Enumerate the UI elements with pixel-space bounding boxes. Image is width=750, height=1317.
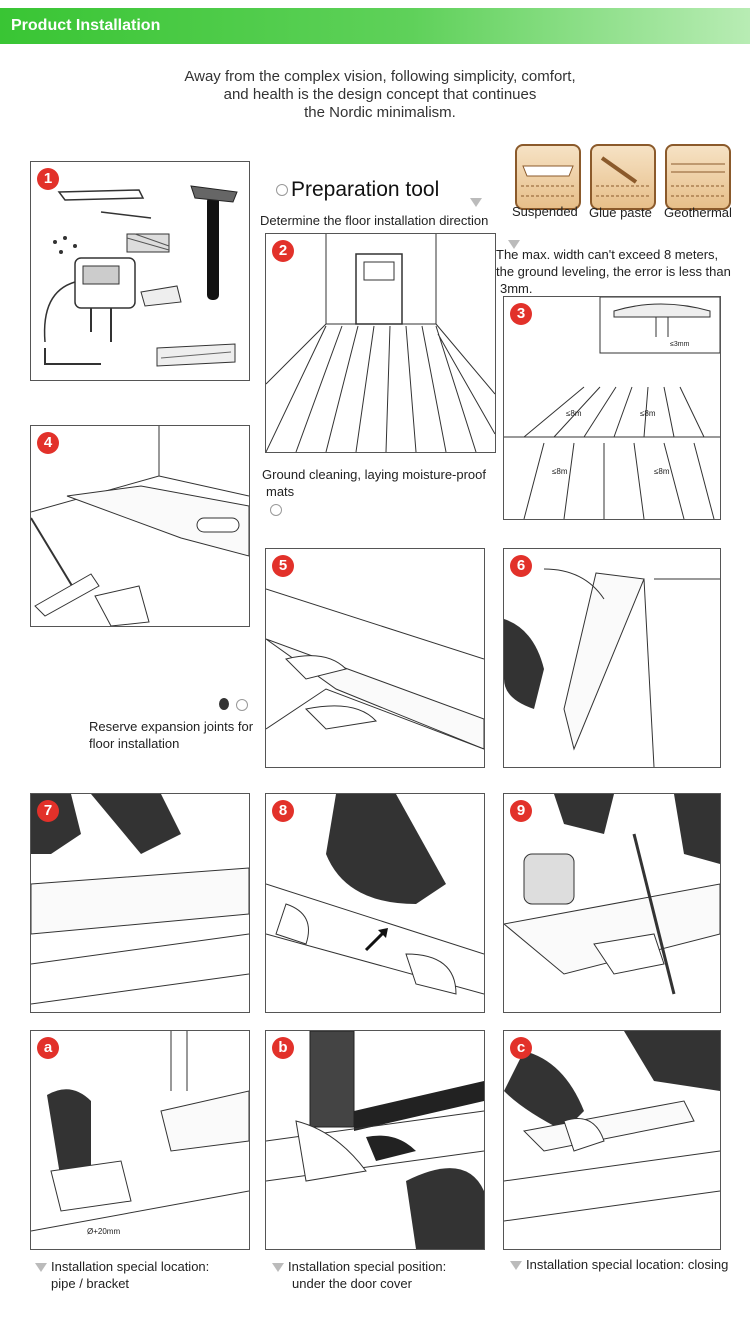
triangle-marker-icon [272, 1263, 284, 1273]
caption-door-line-2: under the door cover [292, 1276, 412, 1291]
panel-step-a-pipe: a Ø+20mm [30, 1030, 250, 1250]
caption-closing: Installation special location: closing [510, 1256, 728, 1273]
board-insert-illustration [504, 568, 720, 767]
section-header: Product Installation [0, 8, 750, 44]
caption-direction: Determine the floor installation directi… [260, 213, 489, 228]
step-badge-c: c [510, 1037, 532, 1059]
step-badge-1: 1 [37, 168, 59, 190]
annotation-width-2: ≤8m [640, 409, 656, 418]
closing-illustration [504, 1031, 720, 1222]
header-title: Product Installation [11, 17, 161, 34]
caption-cleaning: Ground cleaning, laying moisture-proof m… [262, 466, 486, 500]
room-perspective-illustration [266, 234, 495, 452]
annotation-gap: ≤3mm [670, 341, 690, 348]
caption-max-width-line-2: the ground leveling, the error is less t… [496, 264, 731, 279]
intro-line-3: the Nordic minimalism. [304, 104, 456, 121]
caption-max-width: The max. width can't exceed 8 meters, th… [496, 246, 731, 297]
caption-closing-text: Installation special location: closing [526, 1257, 729, 1272]
panel-step-8: 8 [265, 793, 485, 1013]
annotation-width-1: ≤8m [566, 409, 582, 418]
step-badge-6: 6 [510, 555, 532, 577]
door-cover-illustration [266, 1031, 484, 1249]
panel-step-b-door: b [265, 1030, 485, 1250]
intro-line-1: Away from the complex vision, following … [184, 68, 576, 85]
panel-step-c-closing: c [503, 1030, 721, 1250]
cleaning-illustration [31, 426, 249, 626]
annotation-width-3: ≤8m [552, 467, 568, 476]
intro-text: Away from the complex vision, following … [180, 68, 580, 122]
tools-illustration [43, 185, 238, 367]
caption-expansion-line-1: Reserve expansion joints for [89, 719, 254, 734]
pipe-cutout-illustration [31, 1031, 249, 1232]
caption-expansion: Reserve expansion joints for floor insta… [89, 718, 253, 752]
preparation-tool-label: Preparation tool [291, 178, 440, 201]
caption-max-width-line-3: 3mm. [500, 281, 533, 296]
panel-step-9: 9 [503, 793, 721, 1013]
step-badge-8: 8 [272, 800, 294, 822]
laying-illustration [266, 588, 484, 750]
caption-pipe: Installation special location: pipe / br… [35, 1258, 209, 1292]
panel-step-2-direction: 2 [265, 233, 496, 453]
caption-pipe-line-2: pipe / bracket [51, 1276, 130, 1291]
step-badge-2: 2 [272, 240, 294, 262]
mat-label-geothermal: Geothermal [664, 205, 732, 220]
panel-step-1-tools: 1 [30, 161, 250, 381]
caption-door-line-1: Installation special position: [272, 1258, 446, 1275]
arrow-circle-icon [270, 504, 282, 516]
triangle-marker-icon [510, 1261, 522, 1271]
caption-cleaning-line-2: mats [266, 484, 295, 499]
caption-max-width-line-1: The max. width can't exceed 8 meters, [496, 247, 719, 262]
caption-door-line-1-text: Installation special position: [288, 1259, 447, 1274]
caption-pipe-line-1: Installation special location: [35, 1258, 209, 1275]
step-badge-b: b [272, 1037, 294, 1059]
caption-cleaning-line-1: Ground cleaning, laying moisture-proof [262, 467, 487, 482]
caption-pipe-line-1-text: Installation special location: [51, 1259, 210, 1274]
step-badge-3: 3 [510, 303, 532, 325]
caption-expansion-line-2: floor installation [89, 736, 180, 751]
panel-step-6-laying: 6 [503, 548, 721, 768]
floor-width-illustration [504, 297, 720, 519]
expansion-marker-icon [219, 698, 229, 710]
step-badge-7: 7 [37, 800, 59, 822]
step-badge-4: 4 [37, 432, 59, 454]
triangle-marker-icon [35, 1263, 47, 1273]
preparation-tool-title: Preparation tool [276, 178, 439, 202]
panel-step-3-width: 3 ≤8m ≤8m ≤8m ≤8m ≤3mm [503, 296, 721, 520]
triangle-marker-icon [470, 198, 482, 207]
mat-glue-paste-icon [590, 144, 656, 210]
panel-step-4-cleaning: 4 [30, 425, 250, 627]
arrow-circle-icon [236, 699, 248, 711]
pressing-illustration [266, 794, 484, 995]
mat-label-glue-paste: Glue paste [589, 205, 652, 220]
cutting-illustration [504, 794, 720, 995]
caption-door: Installation special position: under the… [272, 1258, 446, 1292]
annotation-pipe-diameter: Ø+20mm [87, 1227, 121, 1236]
step-badge-5: 5 [272, 555, 294, 577]
mat-suspended-icon [515, 144, 581, 210]
panel-step-5-laying: 5 [265, 548, 485, 768]
panel-step-7: 7 [30, 793, 250, 1013]
arrow-circle-icon [276, 184, 288, 197]
step-badge-a: a [37, 1037, 59, 1059]
mat-label-suspended: Suspended [512, 204, 578, 219]
triangle-marker-icon [508, 240, 520, 249]
annotation-width-4: ≤8m [654, 467, 670, 476]
intro-line-2: and health is the design concept that co… [223, 86, 537, 103]
mat-geothermal-icon [665, 144, 731, 210]
knocking-illustration [31, 794, 249, 1005]
step-badge-9: 9 [510, 800, 532, 822]
